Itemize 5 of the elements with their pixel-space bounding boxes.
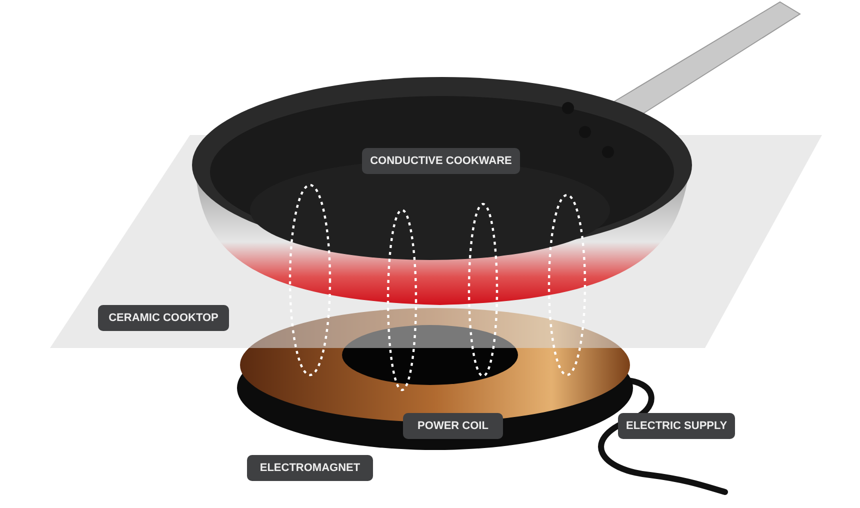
coil-label: POWER COIL (403, 413, 503, 439)
electromagnet-label: ELECTROMAGNET (247, 455, 373, 481)
supply-label: ELECTRIC SUPPLY (618, 413, 736, 439)
cooktop-label: CERAMIC COOKTOP (98, 305, 229, 331)
cookware-label: CONDUCTIVE COOKWARE (362, 148, 520, 174)
